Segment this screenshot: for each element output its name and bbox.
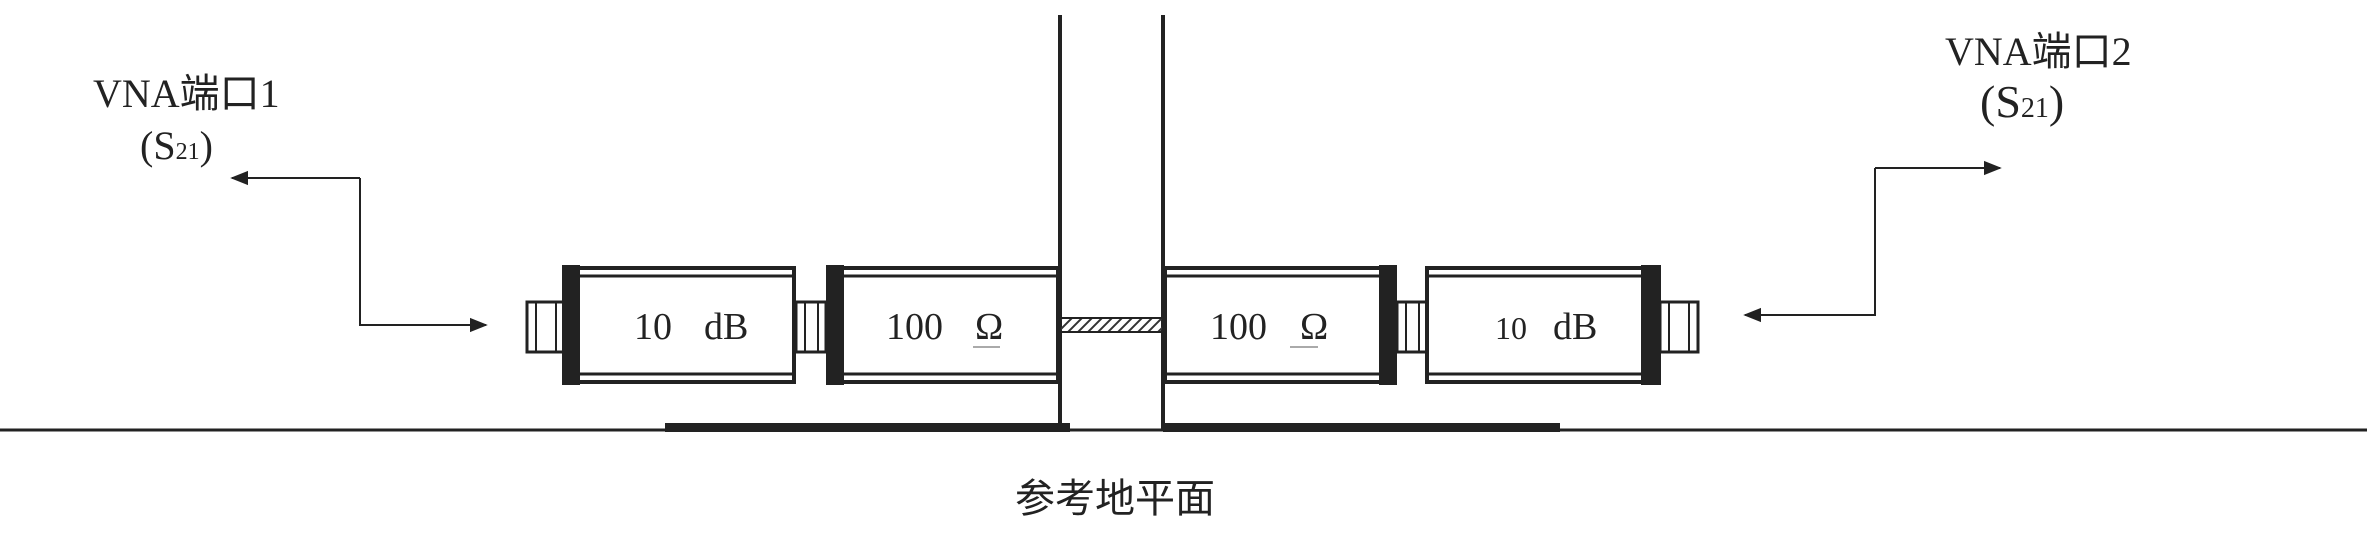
left-attenuator-unit: dB xyxy=(704,306,748,348)
left-resistor-value: 100 xyxy=(886,306,943,348)
left-outer-connector xyxy=(525,300,567,354)
vna-port2-param: (S21) xyxy=(1980,76,2064,127)
right-resistor-value: 100 xyxy=(1210,306,1267,348)
vna-port2-label: VNA端口2 xyxy=(1945,29,2132,74)
right-resistor-unit: Ω xyxy=(1300,306,1328,348)
right-attenuator-value: 10 xyxy=(1495,310,1527,346)
left-signal-path xyxy=(359,178,488,333)
right-resistor: 100 Ω xyxy=(1163,265,1397,385)
ground-plate-left xyxy=(665,423,1070,432)
vna-port1-param: (S21) xyxy=(140,123,213,168)
right-outer-connector xyxy=(1658,300,1700,354)
ground-plate-right xyxy=(1163,423,1560,432)
left-attenuator: 10 dB xyxy=(562,265,796,385)
left-resistor-unit: Ω xyxy=(975,306,1003,348)
right-middle-connector xyxy=(1395,300,1429,354)
right-signal-path xyxy=(1743,168,1876,323)
right-attenuator-unit: dB xyxy=(1553,306,1597,348)
vna-port1-label: VNA端口1 xyxy=(93,71,280,116)
left-resistor: 100 Ω xyxy=(826,265,1060,385)
left-middle-connector xyxy=(794,300,828,354)
right-attenuator: 10 dB xyxy=(1425,265,1661,385)
ground-plane-label: 参考地平面 xyxy=(1015,476,1215,521)
left-attenuator-value: 10 xyxy=(634,306,672,348)
center-connector xyxy=(1059,317,1164,333)
